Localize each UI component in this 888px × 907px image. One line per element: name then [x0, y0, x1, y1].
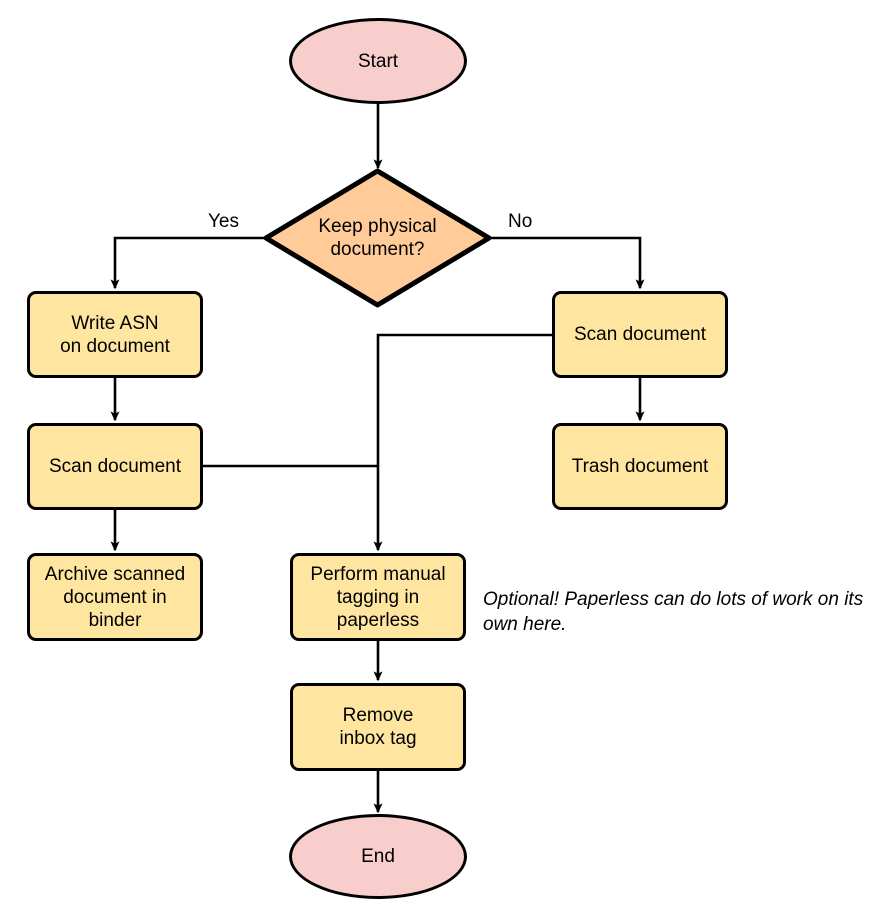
- node-scan-document-left-label: Scan document: [48, 456, 182, 477]
- node-end[interactable]: End: [289, 814, 467, 899]
- edge-scan-right-to-tagging: [373, 333, 552, 552]
- node-remove-inbox-tag-label: Remove inbox tag: [339, 705, 417, 749]
- edge-label-no: No: [508, 211, 533, 232]
- node-perform-manual-tagging[interactable]: Perform manual tagging in paperless: [290, 553, 466, 641]
- node-end-label: End: [361, 846, 395, 867]
- node-scan-document-right-label: Scan document: [573, 324, 707, 345]
- node-tagging-label: Perform manual tagging in paperless: [310, 563, 446, 631]
- node-remove-inbox-tag[interactable]: Remove inbox tag: [290, 683, 466, 771]
- node-write-asn-label: Write ASN on document: [60, 312, 170, 357]
- node-write-asn-on-document[interactable]: Write ASN on document: [27, 291, 203, 378]
- node-start-label: Start: [357, 50, 399, 72]
- edge-decision-yes-to-write-asn: [110, 236, 264, 290]
- node-trash-document-label: Trash document: [571, 456, 709, 477]
- node-archive-label: Archive scanned document in binder: [44, 563, 186, 631]
- edge-decision-no-to-scan-right: [491, 236, 645, 290]
- node-archive-scanned-document[interactable]: Archive scanned document in binder: [27, 553, 203, 641]
- node-start[interactable]: Start: [289, 18, 467, 104]
- node-scan-document-right[interactable]: Scan document: [552, 291, 728, 378]
- node-scan-document-left[interactable]: Scan document: [27, 423, 203, 510]
- annotation-optional-note: Optional! Paperless can do lots of work …: [483, 589, 864, 635]
- diamond-shape-icon: [263, 168, 492, 308]
- node-decision-label: Keep physical document?: [318, 216, 437, 260]
- node-trash-document[interactable]: Trash document: [552, 423, 728, 510]
- edge-label-yes: Yes: [208, 211, 239, 232]
- node-keep-physical-document-decision[interactable]: Keep physical document?: [263, 168, 492, 308]
